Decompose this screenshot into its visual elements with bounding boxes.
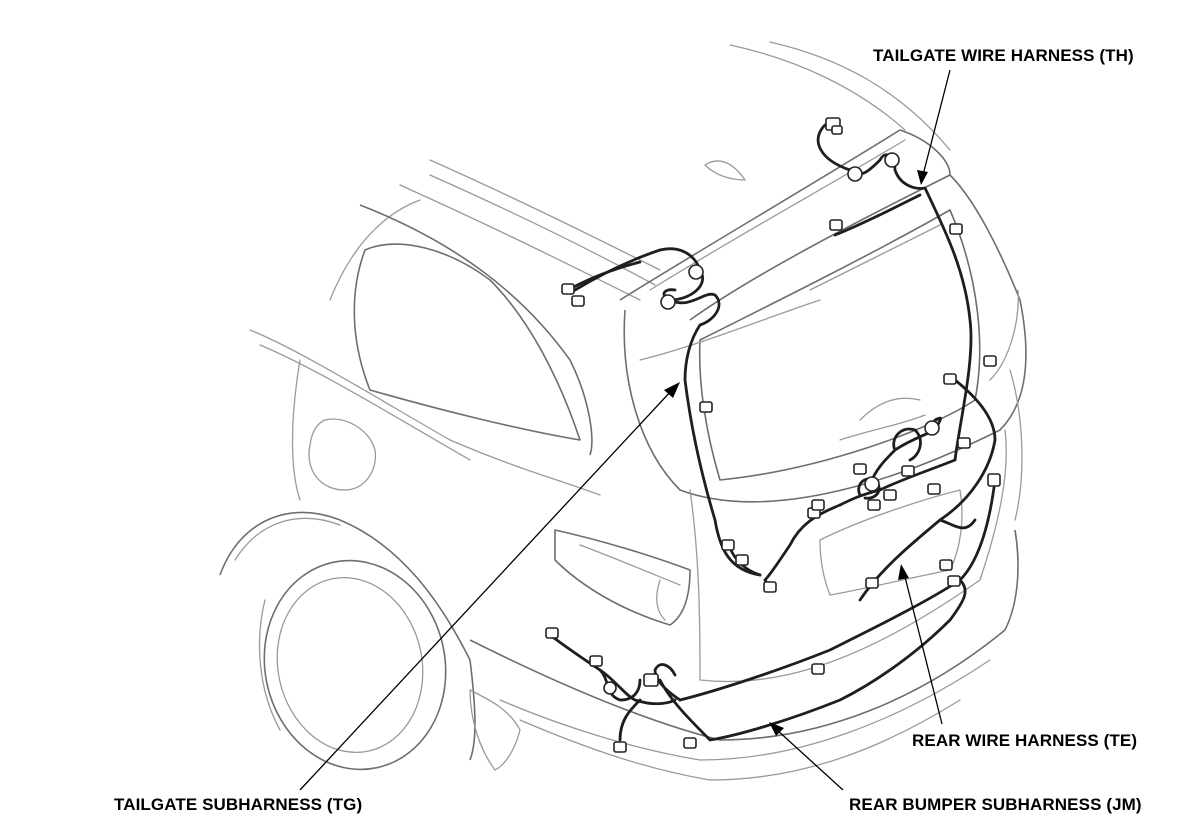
leader-te xyxy=(903,572,943,725)
arrow-tg xyxy=(664,382,680,398)
arrow-th xyxy=(917,170,928,185)
harness-connectors xyxy=(545,117,1001,753)
leader-th xyxy=(922,69,951,176)
arrow-jm xyxy=(769,722,784,736)
label-tailgate-subharness: TAILGATE SUBHARNESS (TG) xyxy=(114,795,363,814)
arrow-te xyxy=(898,564,909,580)
label-rear-wire-harness: REAR WIRE HARNESS (TE) xyxy=(912,731,1138,750)
leader-lines xyxy=(299,69,951,791)
leader-tg xyxy=(299,389,673,791)
leader-jm xyxy=(775,728,844,791)
label-tailgate-wire-harness: TAILGATE WIRE HARNESS (TH) xyxy=(873,46,1134,65)
label-rear-bumper-subharness: REAR BUMPER SUBHARNESS (JM) xyxy=(849,795,1142,814)
vehicle-body-outline xyxy=(219,41,1027,781)
